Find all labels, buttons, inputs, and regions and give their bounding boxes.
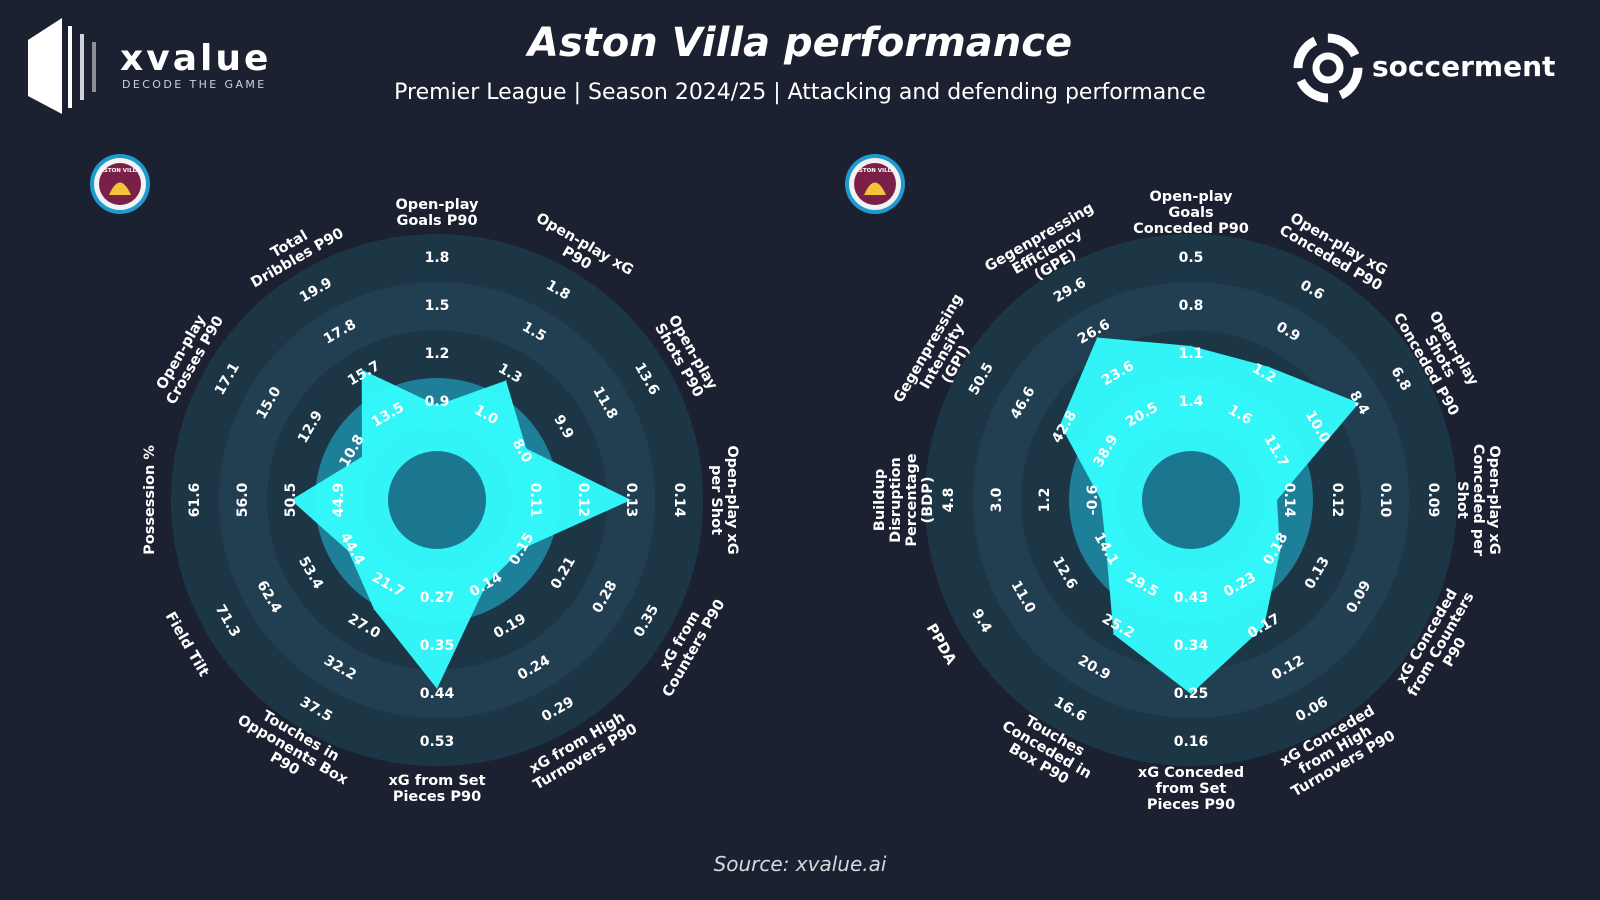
radar-tick-label: 1.5 <box>425 298 450 314</box>
radar-tick-label: 0.34 <box>1174 638 1209 654</box>
lion-icon <box>109 182 131 195</box>
radar-point <box>1190 345 1192 347</box>
radar-point <box>361 456 363 458</box>
radar-point <box>1276 499 1278 501</box>
radar-tick-label: 0.14 <box>1281 483 1297 518</box>
radar-point <box>290 499 292 501</box>
radar-axis-label: Open-play xGConceded perShot <box>1454 444 1502 557</box>
radar-point <box>1358 402 1360 404</box>
radar-point <box>361 369 363 371</box>
soccerment-name: soccerment <box>1372 50 1555 83</box>
xvalue-tagline: DECODE THE GAME <box>122 78 267 91</box>
radar-point <box>1100 499 1102 501</box>
radar-point <box>525 448 527 449</box>
radar-point <box>1105 548 1107 550</box>
radar-point <box>1059 424 1061 425</box>
radar-point <box>1096 337 1098 338</box>
radar-tick-label: 56.0 <box>235 482 251 517</box>
xvalue-name: xvalue <box>120 38 271 79</box>
radar-tick-label: 0.25 <box>1174 686 1209 702</box>
radar-tick-label: 0.35 <box>420 638 455 654</box>
xvalue-logo: xvalue DECODE THE GAME <box>28 18 271 114</box>
radar-tick-label: 0.12 <box>1329 483 1345 518</box>
radar-point <box>1190 693 1192 695</box>
radar-point <box>1263 625 1265 627</box>
xvalue-logo-mark <box>28 18 62 114</box>
radar-point <box>373 608 375 610</box>
team-badge: ASTON VILLA <box>845 154 905 214</box>
radar-tick-label: 1.1 <box>1179 346 1204 362</box>
radar-tick-label: 0.11 <box>527 483 543 518</box>
radar-tick-label: 4.8 <box>941 488 957 513</box>
radar-point <box>1267 366 1269 368</box>
radar-tick-label: 0.14 <box>671 483 687 518</box>
radar-tick-label: 0.12 <box>575 483 591 518</box>
soccerment-logo: soccerment <box>1293 33 1555 103</box>
radar-tick-label: 0.9 <box>425 394 450 410</box>
radar-tick-label: 0.16 <box>1174 734 1209 750</box>
soccerment-logo-mark <box>1293 33 1363 103</box>
radar-tick-label: 44.9 <box>331 483 347 518</box>
radar-axis-label: Possession % <box>142 445 158 555</box>
team-badge: ASTON VILLA <box>90 154 150 214</box>
radar-tick-label: 1.8 <box>425 250 450 266</box>
radar-tick-label: 0.53 <box>420 734 455 750</box>
radar-axis-label: PPDA <box>923 621 960 668</box>
radar-axis-label: Open-play xGper Shot <box>708 445 740 554</box>
lion-icon <box>864 182 886 195</box>
radar-center <box>388 451 486 549</box>
radar-tick-label: 0.8 <box>1179 298 1204 314</box>
radar-tick-label: 1.2 <box>1037 488 1053 513</box>
radar-tick-label: 61.6 <box>187 483 203 518</box>
radar-point <box>630 499 632 501</box>
radar-tick-label: 0.10 <box>1377 483 1393 518</box>
radar-tick-label: -0.6 <box>1085 485 1101 516</box>
radar-point <box>436 404 438 406</box>
radar-tick-label: 1.4 <box>1179 394 1204 410</box>
radar-axis-label: BuildupDisruptionPercentage(BDP) <box>872 453 936 546</box>
radar-tick-label: 0.09 <box>1425 483 1441 518</box>
team-badge-text: ASTON VILLA <box>100 168 141 174</box>
radar-tick-label: 0.44 <box>420 686 455 702</box>
radar-point <box>347 550 349 552</box>
radar-point <box>505 380 507 381</box>
radar-tick-label: 0.27 <box>420 590 455 606</box>
radar-tick-label: 0.43 <box>1174 590 1209 606</box>
radar-point <box>1113 633 1114 635</box>
radar-point <box>485 584 487 586</box>
radar-tick-label: 1.2 <box>425 346 450 362</box>
page-subtitle: Premier League | Season 2024/25 | Attack… <box>394 80 1206 105</box>
radar-tick-label: 3.0 <box>989 487 1005 512</box>
page-title: Aston Villa performance <box>527 20 1073 66</box>
radar-tick-label: 50.5 <box>283 483 299 518</box>
radar-tick-label: 0.13 <box>623 483 639 518</box>
radar-center <box>1142 451 1240 549</box>
radar-point <box>521 548 523 550</box>
team-badge-text: ASTON VILLA <box>855 168 896 174</box>
radar-tick-label: 0.5 <box>1179 250 1204 266</box>
radar-point <box>1279 550 1281 552</box>
source-note: Source: xvalue.ai <box>713 852 887 876</box>
radar-point <box>436 688 438 690</box>
